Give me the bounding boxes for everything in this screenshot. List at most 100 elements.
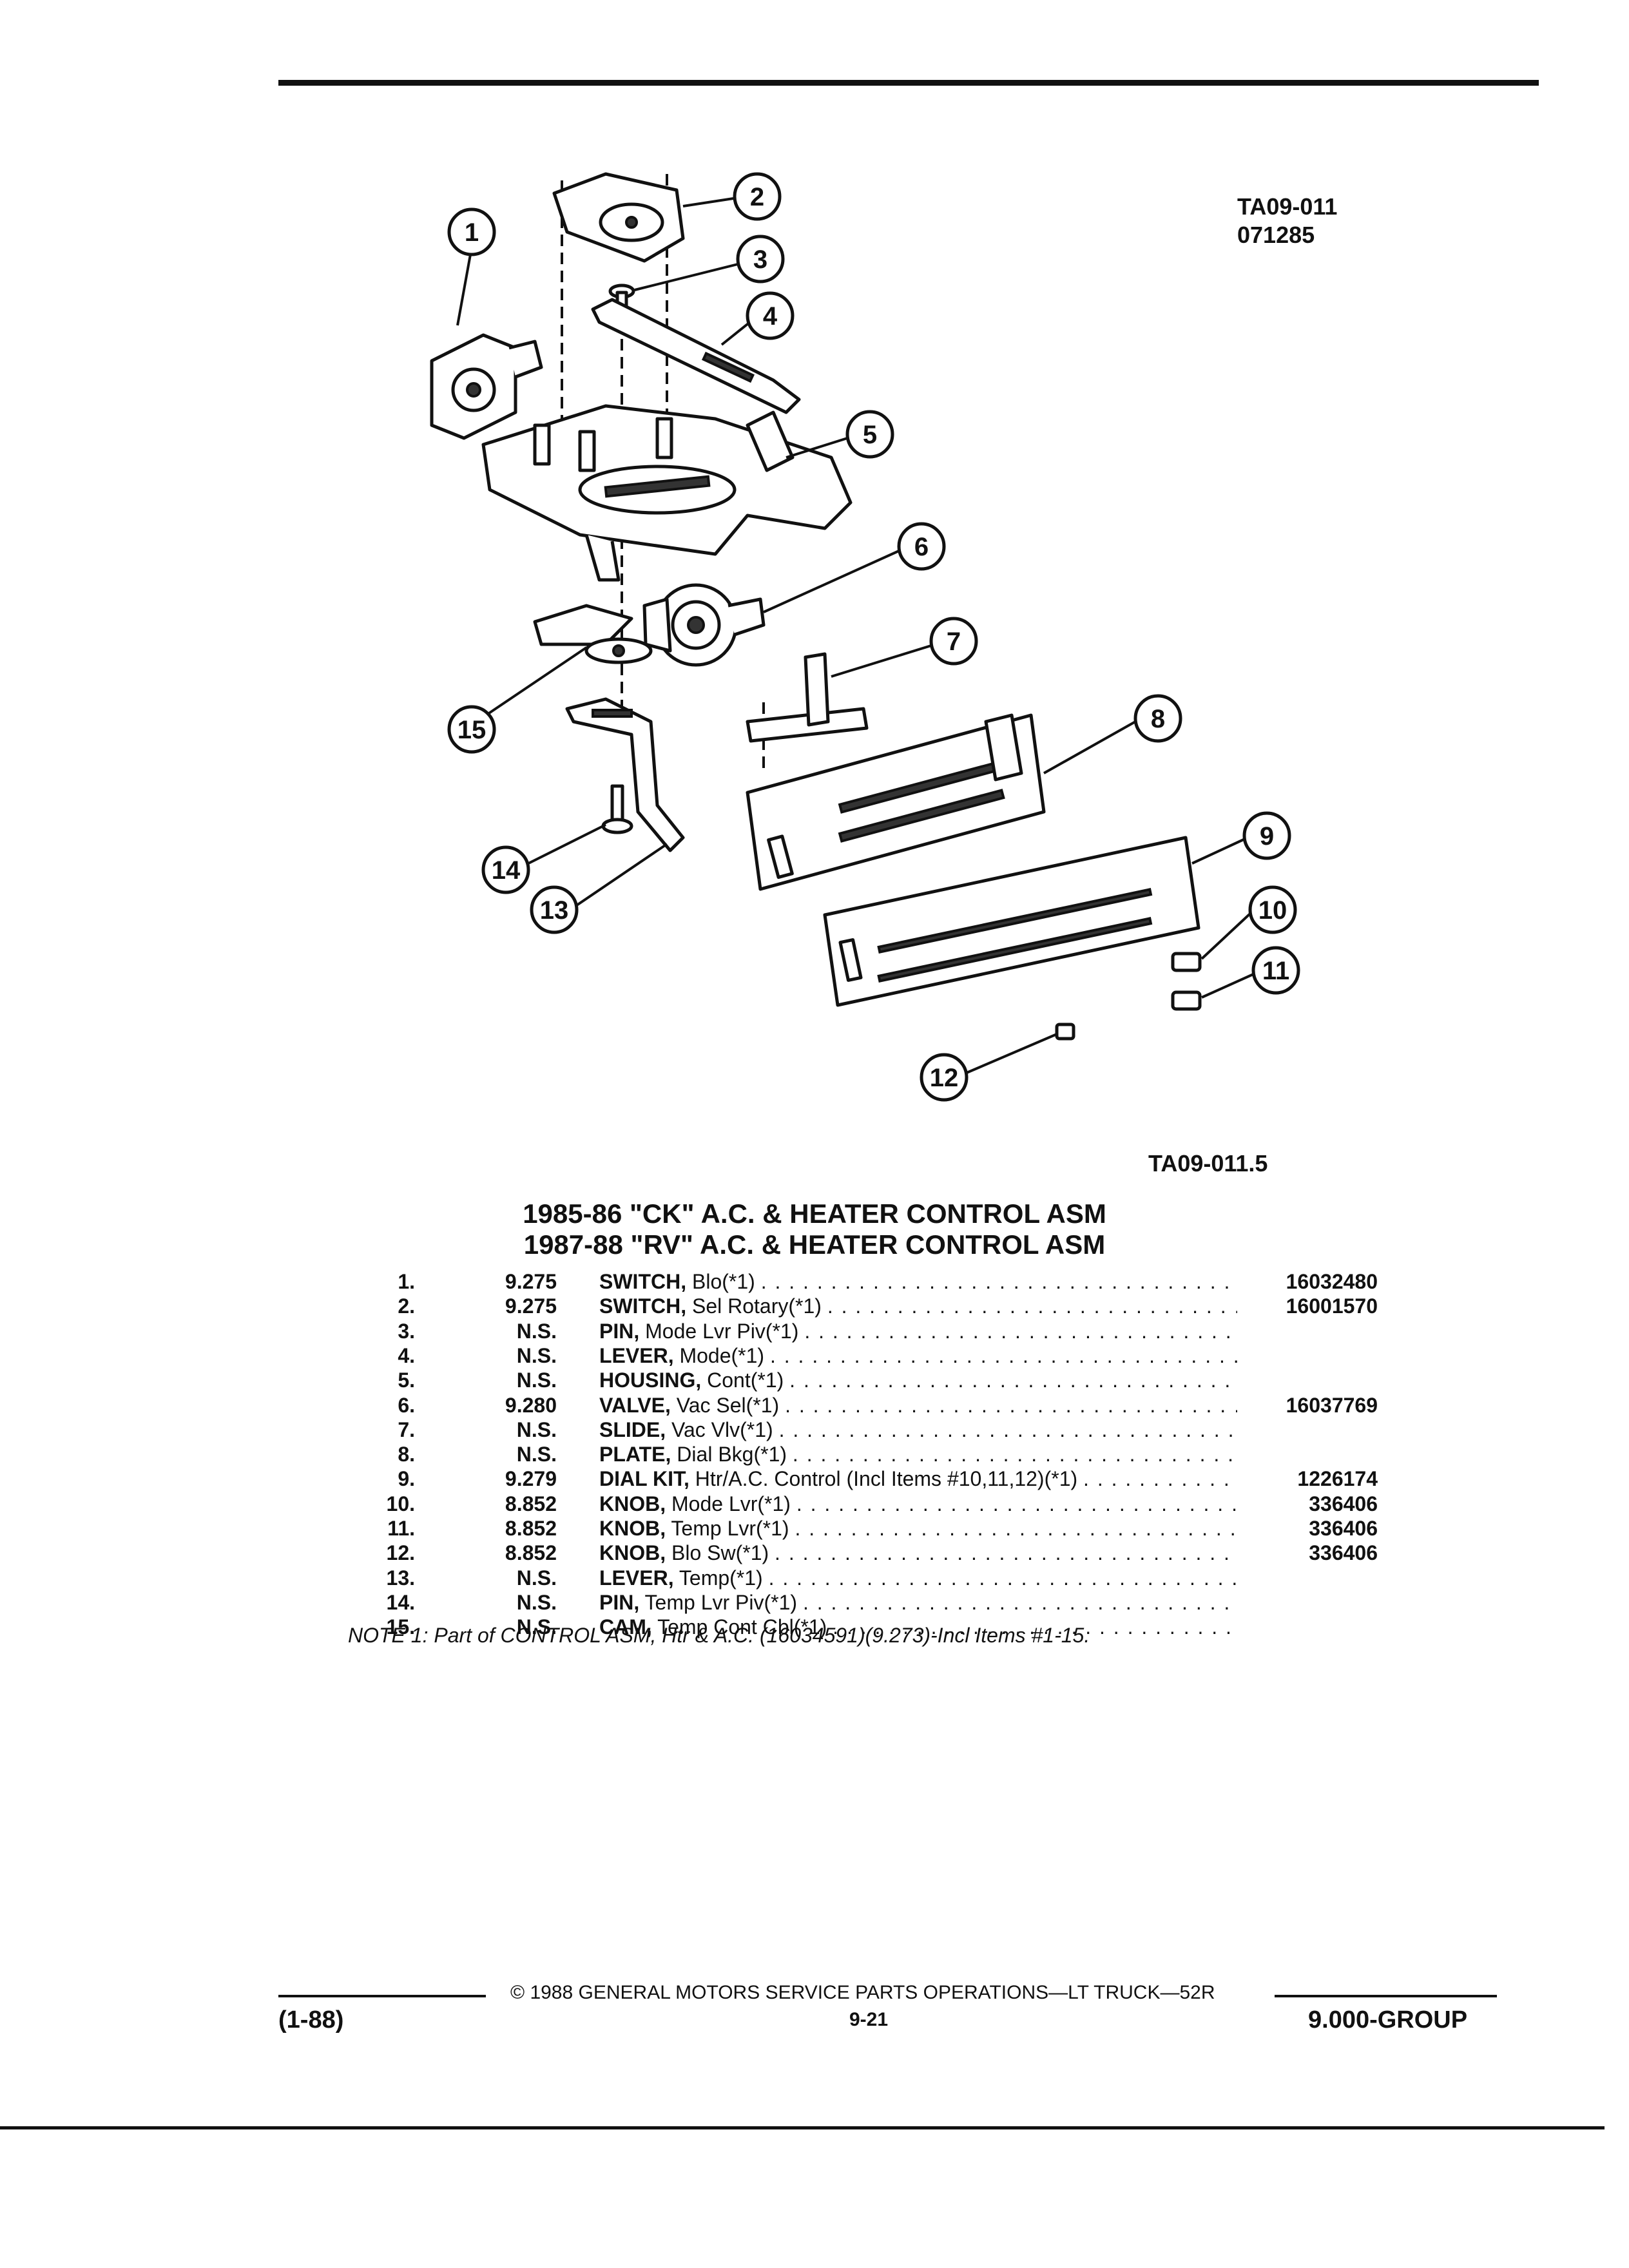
part-detail: Temp Lvr(*1) xyxy=(671,1517,789,1540)
footnote: NOTE 1: Part of CONTROL ASM, Htr & A.C. … xyxy=(348,1624,1090,1647)
part-detail: Temp(*1) xyxy=(679,1566,763,1590)
part-description: CAM, Temp Cont Cbl(*1) . . . . . . . . .… xyxy=(599,1615,1237,1639)
footer-rule-right xyxy=(1275,1995,1497,1997)
temp-lever-part xyxy=(565,697,685,852)
callout-1: 1 xyxy=(447,207,496,256)
part-name: KNOB, xyxy=(599,1492,666,1515)
table-row: 13.N.S.LEVER, Temp(*1) . . . . . . . . .… xyxy=(0,1566,1629,1590)
title-line-2: 1987-88 "RV" A.C. & HEATER CONTROL ASM xyxy=(523,1229,1106,1260)
rotary-switch-part xyxy=(552,172,685,263)
callout-14: 14 xyxy=(481,845,530,894)
part-name: SWITCH, xyxy=(599,1294,687,1318)
svg-text:10: 10 xyxy=(1258,896,1287,925)
part-description: SWITCH, Blo(*1) . . . . . . . . . . . . … xyxy=(599,1270,1237,1293)
part-description: LEVER, Temp(*1) . . . . . . . . . . . . … xyxy=(599,1566,1237,1590)
part-description: PIN, Temp Lvr Piv(*1) . . . . . . . . . … xyxy=(599,1590,1237,1614)
group-number: N.S. xyxy=(516,1319,557,1343)
callout-5: 5 xyxy=(845,410,894,459)
svg-text:11: 11 xyxy=(1262,957,1289,985)
group-number: 9.280 xyxy=(505,1393,557,1417)
group-number: 9.275 xyxy=(505,1270,557,1293)
table-row: 14.N.S.PIN, Temp Lvr Piv(*1) . . . . . .… xyxy=(0,1590,1629,1615)
callout-8: 8 xyxy=(1133,694,1182,743)
part-detail: Temp Cont Cbl(*1) xyxy=(657,1615,827,1639)
table-row: 4.N.S.LEVER, Mode(*1) . . . . . . . . . … xyxy=(0,1343,1629,1368)
part-description: SLIDE, Vac Vlv(*1) . . . . . . . . . . .… xyxy=(599,1418,1237,1441)
part-detail: Mode Lvr(*1) xyxy=(671,1492,791,1515)
dial-backing-plate-part xyxy=(746,713,1046,891)
callout-6: 6 xyxy=(897,522,946,571)
item-number: 8. xyxy=(398,1443,415,1466)
svg-text:9: 9 xyxy=(1260,822,1274,850)
item-number: 11. xyxy=(387,1517,415,1540)
group-number: N.S. xyxy=(516,1418,557,1441)
group-number: N.S. xyxy=(516,1369,557,1392)
group-number: N.S. xyxy=(516,1615,557,1639)
vacuum-valve-part xyxy=(642,583,766,667)
part-name: KNOB, xyxy=(599,1541,666,1565)
revision-date: (1-88) xyxy=(278,2006,344,2033)
group-number: N.S. xyxy=(516,1590,557,1614)
group-number: N.S. xyxy=(516,1343,557,1367)
figure-ref-top: TA09-011 xyxy=(1237,193,1338,220)
part-number: 336406 xyxy=(1309,1517,1378,1540)
svg-text:6: 6 xyxy=(914,533,929,561)
svg-text:13: 13 xyxy=(540,896,569,925)
group-number: 8.852 xyxy=(505,1541,557,1565)
svg-text:15: 15 xyxy=(458,716,487,744)
item-number: 1. xyxy=(398,1270,415,1293)
part-description: HOUSING, Cont(*1) . . . . . . . . . . . … xyxy=(599,1369,1237,1392)
part-name: HOUSING, xyxy=(599,1369,702,1392)
part-name: SLIDE, xyxy=(599,1418,666,1441)
footer-rule-left xyxy=(278,1995,486,1997)
part-name: DIAL KIT, xyxy=(599,1467,689,1491)
callout-3: 3 xyxy=(736,235,785,284)
callout-7: 7 xyxy=(929,617,978,666)
part-detail: Temp Lvr Piv(*1) xyxy=(644,1590,798,1614)
part-detail: Dial Bkg(*1) xyxy=(677,1443,787,1466)
part-name: LEVER, xyxy=(599,1343,674,1367)
table-row: 7.N.S.SLIDE, Vac Vlv(*1) . . . . . . . .… xyxy=(0,1418,1629,1442)
temp-knob-part xyxy=(1171,990,1202,1011)
table-row: 15.N.S.CAM, Temp Cont Cbl(*1) . . . . . … xyxy=(0,1615,1629,1639)
part-name: KNOB, xyxy=(599,1517,666,1540)
item-number: 4. xyxy=(398,1343,415,1367)
callout-4: 4 xyxy=(746,291,795,340)
item-number: 10. xyxy=(386,1492,415,1515)
copyright-line: © 1988 GENERAL MOTORS SERVICE PARTS OPER… xyxy=(510,1982,1215,2003)
bottom-rule xyxy=(0,2126,1605,2129)
table-row: 5.N.S.HOUSING, Cont(*1) . . . . . . . . … xyxy=(0,1368,1629,1392)
part-description: SWITCH, Sel Rotary(*1) . . . . . . . . .… xyxy=(599,1294,1237,1318)
group-number: N.S. xyxy=(516,1443,557,1466)
item-number: 6. xyxy=(398,1393,415,1417)
mode-knob-part xyxy=(1171,952,1202,972)
part-detail: Cont(*1) xyxy=(707,1369,784,1392)
svg-text:2: 2 xyxy=(750,183,764,211)
figure-date-code: 071285 xyxy=(1237,222,1315,248)
group-number: N.S. xyxy=(516,1566,557,1590)
part-name: CAM, xyxy=(599,1615,652,1639)
blower-knob-part xyxy=(1055,1023,1075,1041)
callout-10: 10 xyxy=(1248,885,1297,934)
part-detail: Blo(*1) xyxy=(691,1270,755,1293)
temp-lever-pin-part xyxy=(601,784,633,834)
part-detail: Vac Vlv(*1) xyxy=(671,1418,773,1441)
vacuum-slide-part xyxy=(746,652,869,743)
table-row: 6. 9.280 VALVE, Vac Sel(*1) . . . . . . . … xyxy=(0,1393,1629,1418)
svg-text:3: 3 xyxy=(753,245,767,274)
part-description: VALVE, Vac Sel(*1) . . . . . . . . . . .… xyxy=(599,1393,1237,1417)
title-line-1: 1985-86 "CK" A.C. & HEATER CONTROL ASM xyxy=(523,1198,1106,1229)
part-detail: Sel Rotary(*1) xyxy=(691,1294,822,1318)
part-detail: Mode Lvr Piv(*1) xyxy=(645,1319,799,1343)
svg-text:8: 8 xyxy=(1151,705,1165,733)
callout-13: 13 xyxy=(530,885,579,934)
group-number: 8.852 xyxy=(505,1492,557,1515)
callout-11: 11 xyxy=(1251,946,1300,995)
table-row: 3.N.S.PIN, Mode Lvr Piv(*1) . . . . . . … xyxy=(0,1319,1629,1343)
part-name: PIN, xyxy=(599,1590,640,1614)
